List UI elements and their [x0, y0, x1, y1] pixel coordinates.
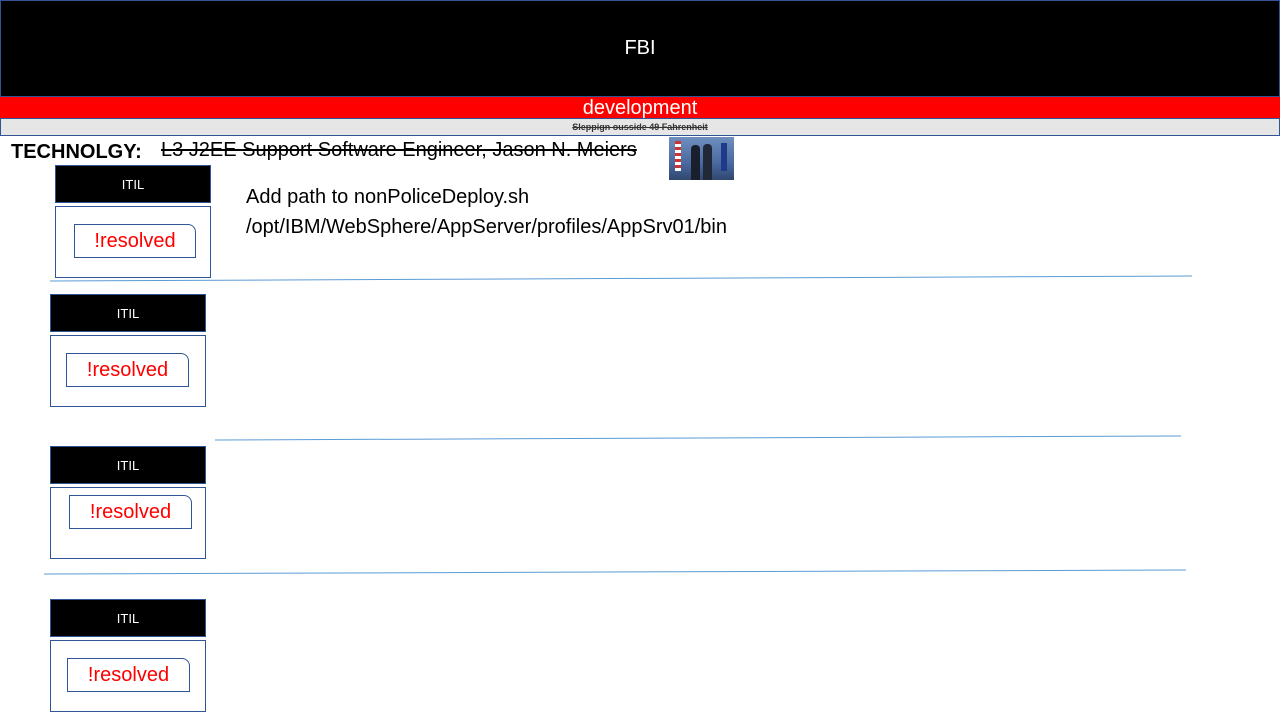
note-line-2: /opt/IBM/WebSphere/AppServer/profiles/Ap…	[246, 216, 727, 238]
subtitle-text: Sleppign ousside 49 Fahrenheit	[572, 122, 708, 132]
card-3-header[interactable]: ITIL	[50, 446, 206, 484]
card-1-status-badge[interactable]: !resolved	[74, 224, 196, 258]
person-figure	[691, 145, 700, 180]
card-4-header[interactable]: ITIL	[50, 599, 206, 637]
divider-line	[214, 435, 1182, 441]
divider-line	[43, 569, 1187, 575]
photo-thumbnail	[669, 137, 734, 180]
card-header-label: ITIL	[121, 176, 145, 192]
card-2-body	[50, 335, 206, 407]
card-2-header[interactable]: ITIL	[50, 294, 206, 332]
card-4-body	[50, 640, 206, 712]
band-label: development	[582, 96, 698, 119]
card-2-status-badge[interactable]: !resolved	[66, 353, 189, 387]
card-3-status-badge[interactable]: !resolved	[69, 495, 192, 529]
flag-icon	[721, 143, 727, 171]
technology-label: TECHNOLGY:	[11, 141, 142, 163]
note-text: Add path to nonPoliceDeploy.sh /opt/IBM/…	[246, 182, 727, 242]
card-header-label: ITIL	[116, 305, 140, 321]
page-title: FBI	[624, 37, 656, 59]
page-title-bar: FBI	[0, 0, 1280, 97]
person-figure	[703, 144, 712, 180]
us-flag-icon	[675, 141, 681, 171]
subtitle-band: Sleppign ousside 49 Fahrenheit	[0, 118, 1280, 136]
note-line-1: Add path to nonPoliceDeploy.sh	[246, 186, 530, 208]
divider-line	[49, 275, 1193, 282]
card-header-label: ITIL	[116, 457, 140, 473]
section-band: development	[0, 96, 1280, 119]
card-1-body	[55, 206, 211, 278]
card-header-label: ITIL	[116, 610, 140, 626]
card-1-header[interactable]: ITIL	[55, 165, 211, 203]
technology-value: L3 J2EE Support Software Engineer, Jason…	[161, 139, 637, 161]
card-4-status-badge[interactable]: !resolved	[67, 658, 190, 692]
